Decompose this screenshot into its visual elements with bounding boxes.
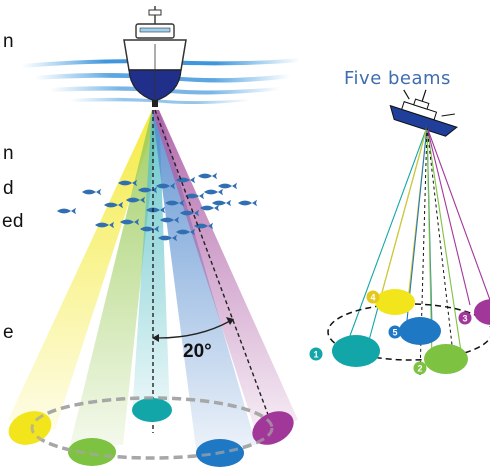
marker-1-label: 1 bbox=[313, 350, 318, 360]
angle-arc bbox=[152, 317, 234, 342]
footprint-yellow bbox=[8, 411, 52, 445]
left-edge-text-line: n bbox=[3, 31, 14, 52]
beam-green bbox=[70, 110, 159, 445]
beam-purple bbox=[152, 110, 298, 430]
marker-2-label: 2 bbox=[417, 364, 422, 374]
slant-dashed-line bbox=[154, 109, 271, 421]
footprint-5 bbox=[399, 317, 441, 345]
beam-blue bbox=[152, 110, 256, 448]
marker-4: 4 bbox=[366, 290, 380, 304]
footprint-1 bbox=[332, 335, 380, 367]
left-edge-text-line: e bbox=[3, 322, 14, 343]
angle-label: 20° bbox=[183, 341, 212, 362]
marker-2: 2 bbox=[413, 361, 427, 375]
ship-front-view bbox=[123, 6, 187, 107]
beam-number-markers: 1 2 3 4 5 bbox=[309, 290, 472, 375]
five-beams-title: Five beams bbox=[344, 68, 451, 89]
marker-4-label: 4 bbox=[370, 293, 375, 303]
beam-yellow bbox=[8, 110, 159, 430]
marker-3-label: 3 bbox=[462, 314, 467, 324]
footprint-3 bbox=[474, 299, 490, 325]
marker-5: 5 bbox=[388, 325, 402, 339]
left-edge-text-line: n bbox=[3, 143, 14, 164]
left-edge-text-line: d bbox=[3, 178, 14, 199]
footprint-teal bbox=[132, 398, 172, 422]
marker-5-label: 5 bbox=[392, 328, 397, 338]
footprint-2 bbox=[424, 344, 468, 374]
ship-side-view bbox=[389, 89, 458, 137]
marker-1: 1 bbox=[309, 347, 323, 361]
footprint-4 bbox=[375, 289, 415, 315]
footprint-green bbox=[68, 438, 116, 466]
beam-footprints-right bbox=[332, 289, 490, 374]
left-edge-text-line: ed bbox=[2, 211, 24, 232]
marker-3: 3 bbox=[458, 311, 472, 325]
